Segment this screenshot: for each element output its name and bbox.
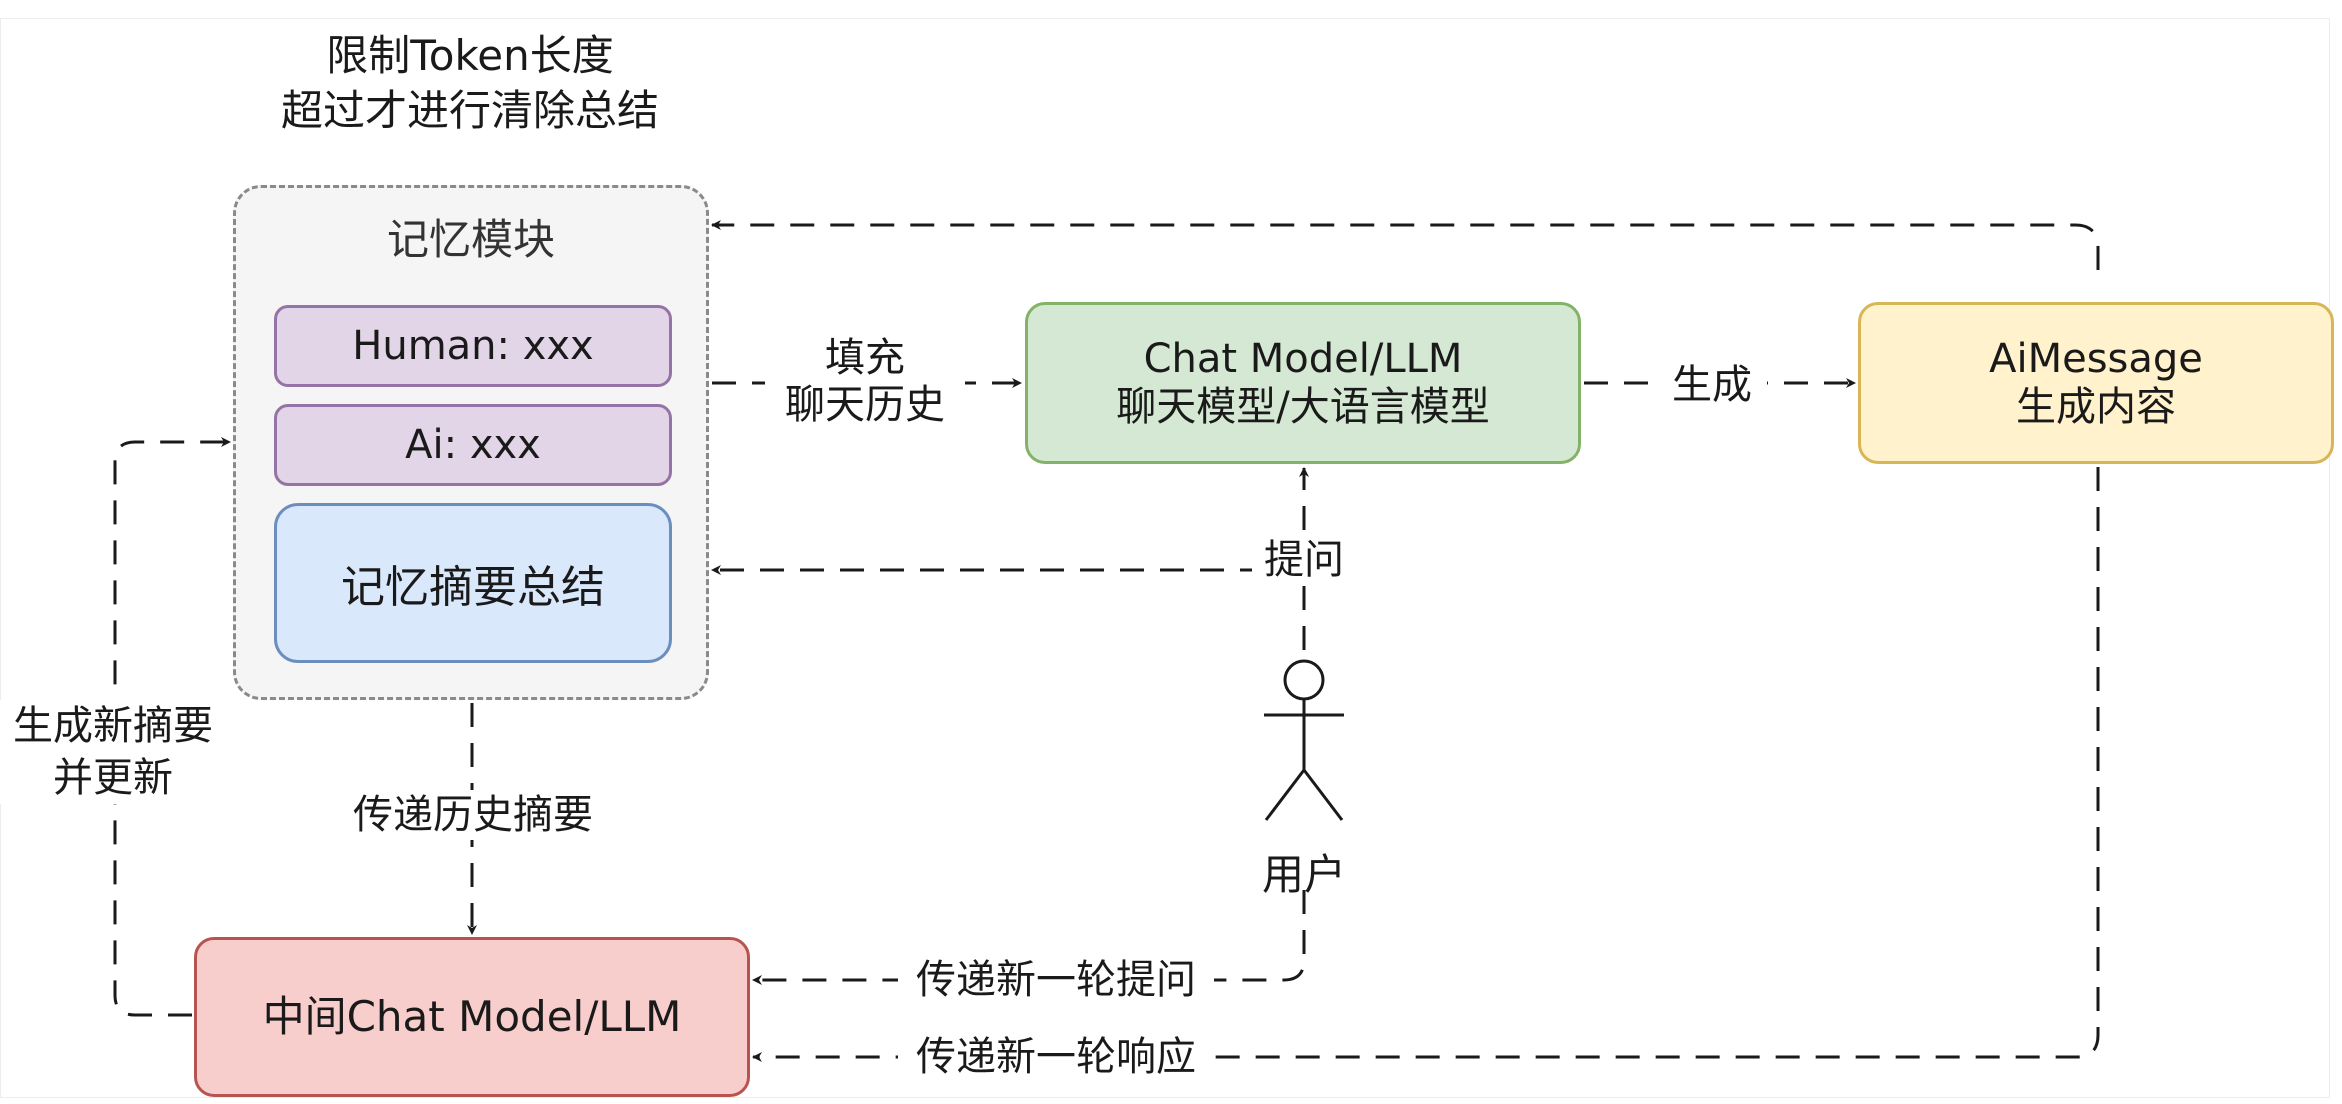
top-note-line2: 超过才进行清除总结 bbox=[280, 86, 659, 135]
top-note: 限制Token长度 超过才进行清除总结 bbox=[230, 28, 710, 138]
edge-ai-to-mid bbox=[752, 467, 2100, 1062]
chat-model-line1: Chat Model/LLM bbox=[1143, 336, 1463, 382]
edge-label-new-summary-line1: 生成新摘要 bbox=[13, 703, 213, 749]
edge-label-new-response: 传递新一轮响应 bbox=[898, 1032, 1214, 1082]
intermediate-model-node[interactable]: 中间Chat Model/LLM bbox=[194, 937, 750, 1097]
edge-label-fill-history-line2: 聊天历史 bbox=[785, 382, 945, 428]
memory-module[interactable]: 记忆模块 Human: xxx Ai: xxx 记忆摘要总结 bbox=[233, 185, 709, 700]
edge-user-to-mid bbox=[752, 890, 1306, 985]
human-message[interactable]: Human: xxx bbox=[274, 305, 672, 387]
edge-label-fill-history: 填充 聊天历史 bbox=[765, 335, 965, 429]
edge-label-new-summary-line2: 并更新 bbox=[53, 755, 173, 801]
ai-message-line1: AiMessage bbox=[1989, 336, 2203, 382]
intermediate-model-label: 中间Chat Model/LLM bbox=[262, 992, 682, 1041]
chat-model-node[interactable]: Chat Model/LLM 聊天模型/大语言模型 bbox=[1025, 302, 1581, 464]
ai-message-item[interactable]: Ai: xxx bbox=[274, 404, 672, 486]
memory-summary[interactable]: 记忆摘要总结 bbox=[274, 503, 672, 663]
edge-label-new-question: 传递新一轮提问 bbox=[898, 955, 1214, 1005]
user-icon bbox=[1264, 659, 1344, 821]
edge-label-ask: 提问 bbox=[1252, 535, 1356, 585]
edge-label-new-summary: 生成新摘要 并更新 bbox=[0, 700, 226, 804]
edge-label-fill-history-line1: 填充 bbox=[825, 335, 905, 381]
edge-label-generate: 生成 bbox=[1657, 360, 1767, 410]
ai-message-line2: 生成内容 bbox=[2016, 384, 2176, 430]
top-note-line1: 限制Token长度 bbox=[326, 31, 614, 80]
ai-message-node[interactable]: AiMessage 生成内容 bbox=[1858, 302, 2334, 464]
user-label: 用户 bbox=[1261, 850, 1346, 899]
edge-ai-to-memory bbox=[711, 220, 2100, 270]
memory-module-title: 记忆模块 bbox=[386, 215, 555, 264]
edge-mid-to-memory bbox=[113, 437, 231, 1017]
edge-label-pass-summary: 传递历史摘要 bbox=[333, 790, 613, 840]
chat-model-line2: 聊天模型/大语言模型 bbox=[1116, 384, 1490, 430]
